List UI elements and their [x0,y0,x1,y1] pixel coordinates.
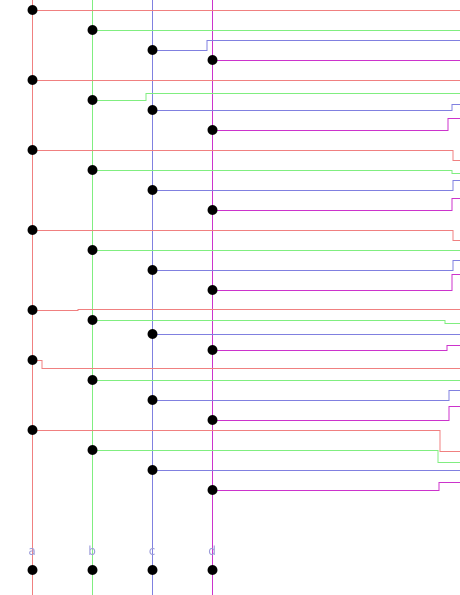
branch-line-a-21 [32,360,460,369]
junction-node-a-21 [27,355,38,365]
junction-node-a-25 [27,425,38,435]
branch-line-c-3 [152,40,460,51]
branch-line-a-13 [32,230,460,241]
junction-node-b-30 [87,565,98,575]
junction-node-b-2 [87,25,98,35]
bus-labels: a b c d [28,544,215,558]
junction-node-a-17 [27,305,38,315]
branch-line-d-28 [212,482,460,491]
branch-line-a-17 [32,309,460,311]
branch-line-c-15 [152,260,460,271]
junction-node-a-9 [27,145,38,155]
junction-node-d-28 [207,485,218,495]
branch-line-c-7 [152,104,460,111]
junction-nodes [27,5,218,575]
junction-node-d-32 [207,565,218,575]
junction-node-b-22 [87,375,98,385]
junction-node-d-24 [207,415,218,425]
junction-node-a-1 [27,5,38,15]
branch-line-c-23 [152,390,460,401]
branch-line-c-11 [152,180,460,191]
branch-line-b-10 [92,170,460,174]
junction-node-c-15 [147,265,158,275]
junction-node-c-11 [147,185,158,195]
junction-node-b-18 [87,315,98,325]
branch-line-b-6 [92,93,460,101]
junction-node-b-14 [87,245,98,255]
junction-node-c-27 [147,465,158,475]
junction-node-c-23 [147,395,158,405]
junction-node-d-8 [207,125,218,135]
junction-node-a-29 [27,565,38,575]
junction-node-c-7 [147,105,158,115]
junction-node-c-31 [147,565,158,575]
branch-line-b-26 [92,450,460,463]
junction-node-d-20 [207,345,218,355]
bus-lines [32,0,213,595]
bus-label-a: a [28,544,35,558]
junction-node-a-13 [27,225,38,235]
junction-node-b-10 [87,165,98,175]
bus-label-b: b [88,544,96,558]
branch-line-a-9 [32,150,460,161]
branch-line-d-8 [212,118,460,131]
branch-line-a-25 [32,430,460,452]
junction-node-a-5 [27,75,38,85]
junction-node-d-4 [207,55,218,65]
branch-line-d-16 [212,274,460,291]
junction-node-b-26 [87,445,98,455]
junction-node-d-12 [207,205,218,215]
branch-line-d-24 [212,406,460,421]
junction-node-d-16 [207,285,218,295]
bus-label-c: c [149,544,156,558]
bus-label-d: d [208,544,216,558]
junction-node-c-19 [147,329,158,339]
branch-line-d-20 [212,345,460,351]
junction-node-c-3 [147,45,158,55]
branch-line-d-12 [212,198,460,211]
branch-lines [32,10,460,491]
junction-node-b-6 [87,95,98,105]
branch-line-b-18 [92,320,460,324]
